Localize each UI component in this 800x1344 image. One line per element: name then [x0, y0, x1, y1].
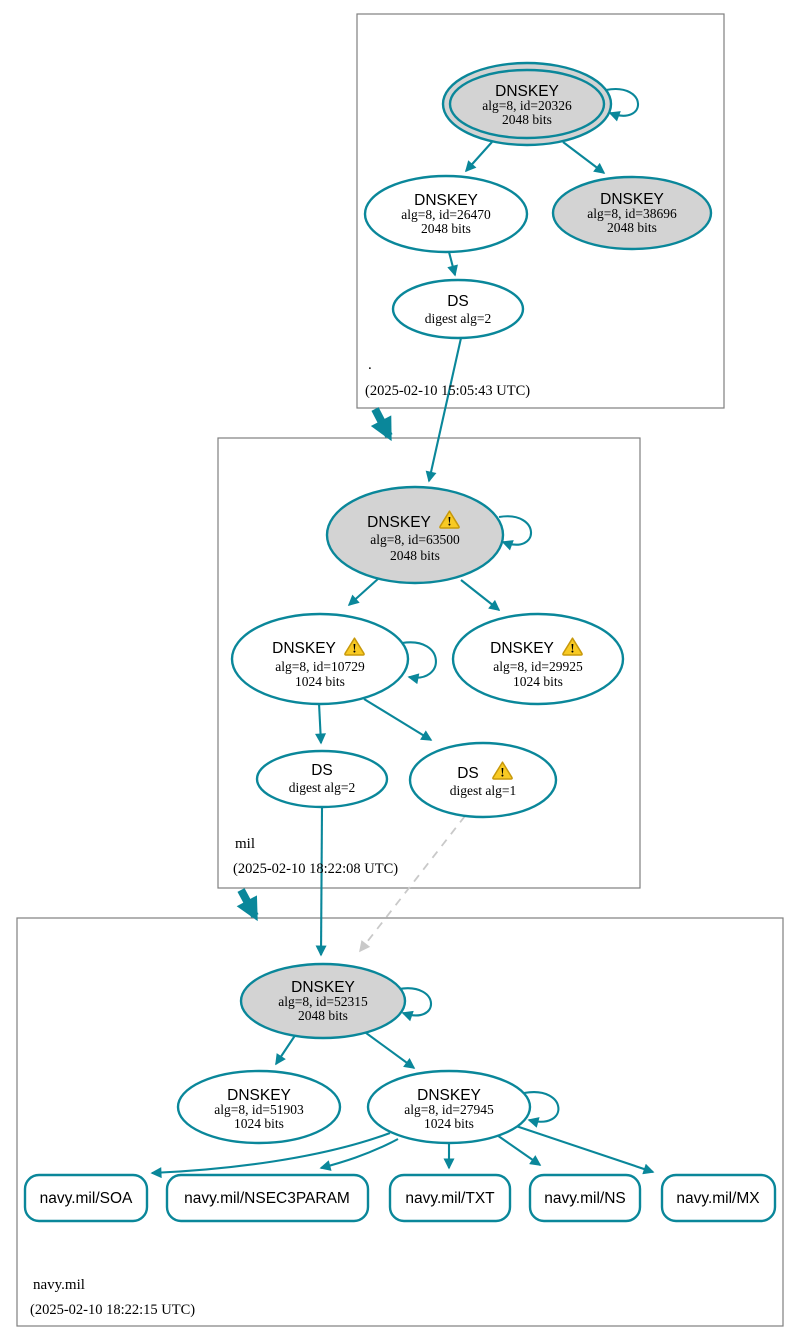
edge-mil-key-to-ds1 — [363, 698, 433, 741]
edge-mil-key-to-ds2 — [315, 702, 327, 745]
svg-text:!: ! — [570, 641, 574, 655]
edge-navy-ksk-to-key-51903 — [275, 1033, 297, 1066]
svg-text:!: ! — [447, 514, 451, 528]
rrset-label: navy.mil/MX — [676, 1190, 760, 1207]
rrset-node-navy-mil-mx[interactable]: navy.mil/MX — [660, 1173, 777, 1223]
node-bits: 2048 bits — [502, 112, 552, 127]
edge-mil-ksk-to-key-29925 — [460, 579, 501, 611]
edge-delegation-root-to-mil — [370, 407, 393, 442]
dnskey-node-mil-10729[interactable]: DNSKEY ! alg=8, id=10729 1024 bits — [230, 612, 410, 706]
edge-delegation-mil-to-navy — [236, 888, 259, 922]
node-detail: alg=8, id=63500 — [370, 532, 460, 547]
rrset-label: navy.mil/SOA — [40, 1190, 133, 1207]
edge-navy-ksk-self-sign — [398, 987, 433, 1022]
edge-navy-zsk-to-ns — [493, 1132, 542, 1166]
node-title: DS — [457, 765, 479, 782]
rrset-label: navy.mil/NSEC3PARAM — [184, 1190, 350, 1207]
ds-node-mil-digest1[interactable]: DS ! digest alg=1 — [408, 741, 558, 819]
node-detail: alg=8, id=26470 — [401, 207, 491, 222]
node-detail: digest alg=2 — [425, 311, 491, 326]
edge-root-ds-to-mil-ksk — [425, 337, 463, 483]
node-title: DNSKEY — [367, 514, 431, 531]
zone-timestamp-mil: (2025-02-10 18:22:08 UTC) — [233, 861, 398, 877]
edge-mil-ds2-to-navy-ksk — [315, 806, 327, 957]
node-title: DNSKEY — [600, 191, 664, 208]
ds-node-root[interactable]: DS digest alg=2 — [391, 278, 525, 340]
dnskey-node-navy-zsk-27945[interactable]: DNSKEY alg=8, id=27945 1024 bits — [366, 1069, 532, 1145]
node-bits: 1024 bits — [234, 1116, 284, 1131]
rrset-node-navy-mil-txt[interactable]: navy.mil/TXT — [388, 1173, 512, 1223]
rrset-label: navy.mil/NS — [544, 1190, 626, 1207]
zone-label-mil: mil — [235, 836, 255, 852]
node-detail: alg=8, id=20326 — [482, 98, 572, 113]
node-title: DS — [311, 762, 333, 779]
edge-root-ksk-to-zsk — [464, 141, 493, 173]
edge-root-zsk-to-ds — [447, 251, 458, 277]
edge-navy-zsk-to-soa — [150, 1132, 391, 1179]
zone-box-navy-mil — [16, 917, 784, 1327]
zone-box-root — [356, 13, 725, 409]
node-title: DNSKEY — [227, 1087, 291, 1104]
node-title: DNSKEY — [414, 192, 478, 209]
edge-root-ksk-self-sign — [605, 87, 640, 122]
edge-navy-ksk-to-zsk — [361, 1029, 416, 1069]
node-bits: 2048 bits — [298, 1008, 348, 1023]
edge-mil-ds1-to-navy-ksk-dashed — [359, 815, 466, 953]
node-bits: 2048 bits — [607, 220, 657, 235]
dnskey-node-navy-ksk-52315[interactable]: DNSKEY alg=8, id=52315 2048 bits — [239, 962, 407, 1040]
edge-navy-zsk-self-sign — [523, 1091, 560, 1128]
rrset-node-navy-mil-ns[interactable]: navy.mil/NS — [528, 1173, 642, 1223]
edge-mil-ksk-self-sign — [498, 515, 533, 551]
node-title: DNSKEY — [417, 1087, 481, 1104]
dnskey-node-navy-51903[interactable]: DNSKEY alg=8, id=51903 1024 bits — [176, 1069, 342, 1145]
ds-node-mil-digest2[interactable]: DS digest alg=2 — [255, 749, 389, 809]
svg-text:!: ! — [352, 641, 356, 655]
rrset-node-navy-mil-soa[interactable]: navy.mil/SOA — [23, 1173, 149, 1223]
zone-box-mil — [217, 437, 641, 889]
node-bits: 1024 bits — [424, 1116, 474, 1131]
warning-icon: ! — [562, 637, 583, 656]
node-detail: alg=8, id=52315 — [278, 994, 368, 1009]
edge-root-ksk-to-key-38696 — [562, 141, 606, 174]
node-detail: alg=8, id=29925 — [493, 659, 583, 674]
node-title: DNSKEY — [291, 979, 355, 996]
svg-text:!: ! — [500, 765, 504, 779]
node-detail: digest alg=1 — [450, 783, 516, 798]
node-bits: 2048 bits — [421, 221, 471, 236]
warning-icon: ! — [344, 637, 365, 656]
dnskey-node-root-38696[interactable]: DNSKEY alg=8, id=38696 2048 bits — [551, 175, 713, 251]
dnskey-node-mil-ksk-63500[interactable]: DNSKEY ! alg=8, id=63500 2048 bits — [325, 485, 505, 585]
node-detail: alg=8, id=27945 — [404, 1102, 494, 1117]
node-bits: 2048 bits — [390, 548, 440, 563]
edge-navy-zsk-to-nsec3param — [319, 1138, 399, 1171]
edge-mil-ksk-to-key-10729 — [347, 577, 380, 607]
warning-icon: ! — [439, 510, 460, 529]
dnskey-node-root-ksk-20326[interactable]: DNSKEY alg=8, id=20326 2048 bits — [441, 61, 613, 147]
zone-timestamp-navy-mil: (2025-02-10 18:22:15 UTC) — [30, 1302, 195, 1318]
zone-label-root: . — [368, 357, 372, 373]
node-detail: alg=8, id=10729 — [275, 659, 365, 674]
node-title: DNSKEY — [490, 640, 554, 657]
node-bits: 1024 bits — [513, 674, 563, 689]
edge-mil-key-10729-self-sign — [401, 641, 437, 685]
rrset-label: navy.mil/TXT — [405, 1190, 495, 1207]
edge-navy-zsk-to-mx — [515, 1125, 655, 1175]
zone-label-navy-mil: navy.mil — [33, 1277, 85, 1293]
rrset-node-navy-mil-nsec3param[interactable]: navy.mil/NSEC3PARAM — [165, 1173, 370, 1223]
node-detail: alg=8, id=51903 — [214, 1102, 304, 1117]
node-detail: alg=8, id=38696 — [587, 206, 677, 221]
warning-icon: ! — [492, 761, 513, 780]
node-bits: 1024 bits — [295, 674, 345, 689]
zone-timestamp-root: (2025-02-10 15:05:43 UTC) — [365, 383, 530, 399]
node-title: DNSKEY — [272, 640, 336, 657]
edges — [150, 87, 655, 1179]
node-title: DNSKEY — [495, 83, 559, 100]
node-title: DS — [447, 293, 469, 310]
dnskey-node-mil-29925[interactable]: DNSKEY ! alg=8, id=29925 1024 bits — [451, 612, 625, 706]
dnskey-node-root-zsk-26470[interactable]: DNSKEY alg=8, id=26470 2048 bits — [363, 174, 529, 254]
node-detail: digest alg=2 — [289, 780, 355, 795]
